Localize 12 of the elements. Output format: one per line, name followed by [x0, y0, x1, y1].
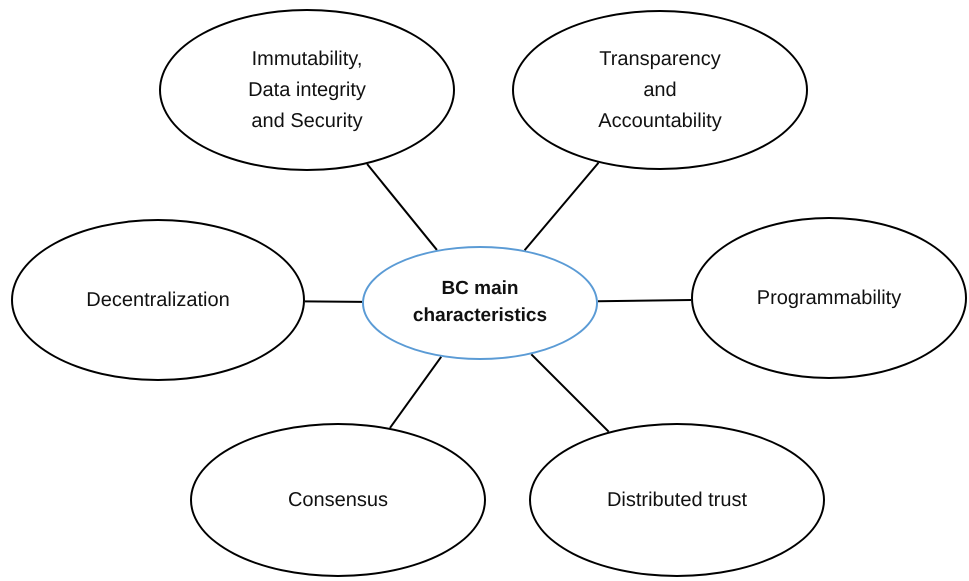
connector-line: [366, 163, 438, 251]
node-label: Programmability: [756, 286, 902, 310]
connector-line: [524, 162, 600, 251]
node-label: Consensus: [288, 488, 388, 512]
connector-line: [304, 300, 362, 303]
node-label: BC main characteristics: [412, 277, 548, 328]
node-label: Distributed trust: [606, 488, 748, 512]
node-label: Decentralization: [86, 288, 230, 312]
connector-line: [530, 354, 610, 432]
node-label: Transparency and Accountability: [597, 46, 723, 134]
connector-line: [598, 298, 692, 302]
node-label: Immutability, Data integrity and Security: [247, 46, 367, 134]
